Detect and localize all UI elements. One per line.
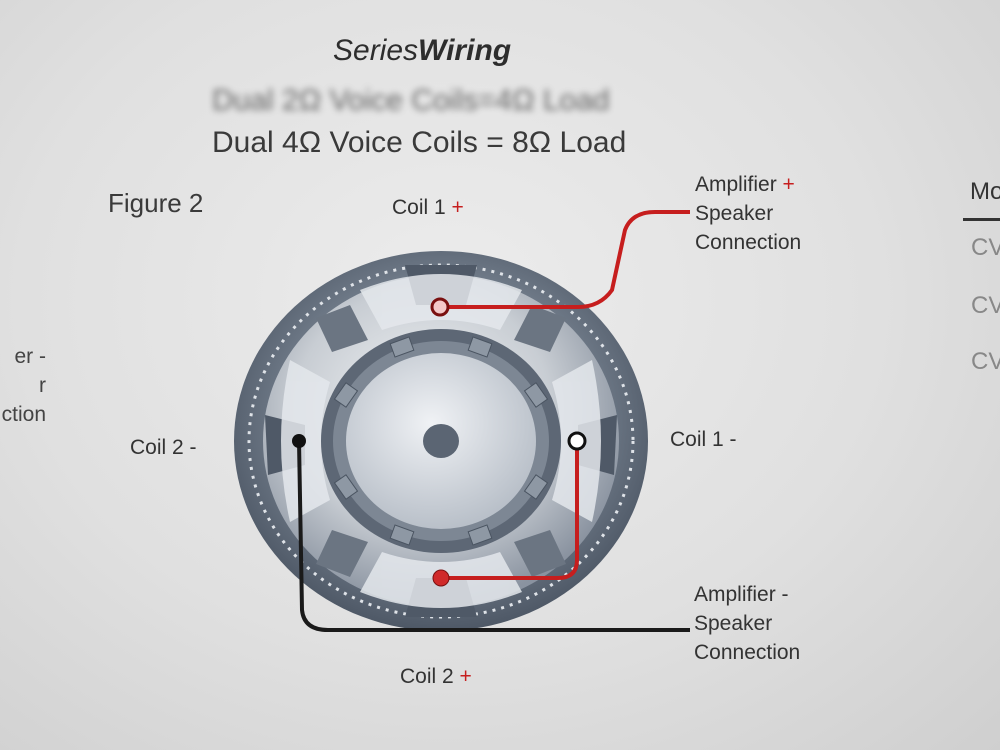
- ring-tabs: [333, 336, 549, 546]
- right-table-cell: CV: [971, 292, 1000, 319]
- subtitle-line-1-text: Dual 2Ω Voice Coils=4Ω Load: [212, 84, 610, 117]
- terminal-coil1-positive: [430, 297, 450, 317]
- amp-positive-line3: Connection: [695, 231, 802, 254]
- subtitle-line-1: Dual 2Ω Voice Coils=4Ω Load: [212, 84, 610, 118]
- right-table-header: Mo: [970, 178, 1000, 205]
- amp-negative-line2: Speaker: [694, 612, 773, 635]
- amp-plus-sign: +: [782, 173, 795, 196]
- label-amplifier-positive: Amplifier + Speaker Connection: [695, 170, 801, 257]
- negative-wire: [297, 440, 690, 632]
- label-amplifier-negative: Amplifier - Speaker Connection: [694, 580, 800, 667]
- left-fragment-line1: er -: [14, 345, 47, 368]
- label-coil2-negative: Coil 2 -: [130, 436, 197, 459]
- left-cutoff-label: er - r ction: [0, 342, 46, 429]
- label-coil1-positive: Coil 1 +: [392, 193, 464, 222]
- amp-positive-line1: Amplifier: [695, 173, 777, 196]
- coil1-plus-sign: +: [451, 196, 464, 219]
- figure-label: Figure 2: [108, 188, 204, 218]
- positive-wire: [440, 210, 690, 309]
- title-part1: Series: [333, 34, 419, 67]
- coil1-positive-text: Coil 1: [392, 196, 446, 219]
- right-table-rule: [963, 218, 1000, 221]
- diagram-title: SeriesWiring: [333, 34, 511, 68]
- label-coil1-negative: Coil 1 -: [670, 428, 737, 451]
- label-coil2-positive: Coil 2 +: [400, 662, 472, 691]
- terminal-coil2-positive: [432, 569, 450, 587]
- amp-negative-line1: Amplifier -: [694, 583, 789, 606]
- amp-positive-line2: Speaker: [695, 202, 774, 225]
- left-fragment-line2: r: [39, 374, 46, 397]
- amp-negative-line3: Connection: [694, 641, 801, 664]
- terminal-coil2-negative: [292, 434, 306, 448]
- coil2-positive-text: Coil 2: [400, 665, 454, 688]
- right-table-cell: CV: [971, 348, 1000, 375]
- coil2-plus-sign: +: [459, 665, 472, 688]
- subtitle-line-2: Dual 4Ω Voice Coils = 8Ω Load: [212, 126, 627, 159]
- dust-cap: [423, 424, 459, 458]
- left-fragment-line3: ction: [1, 403, 46, 426]
- title-part2: Wiring: [418, 34, 512, 67]
- jumper-wire: [441, 441, 579, 580]
- right-table-cell: CV: [971, 234, 1000, 261]
- terminal-coil1-negative: [567, 431, 587, 451]
